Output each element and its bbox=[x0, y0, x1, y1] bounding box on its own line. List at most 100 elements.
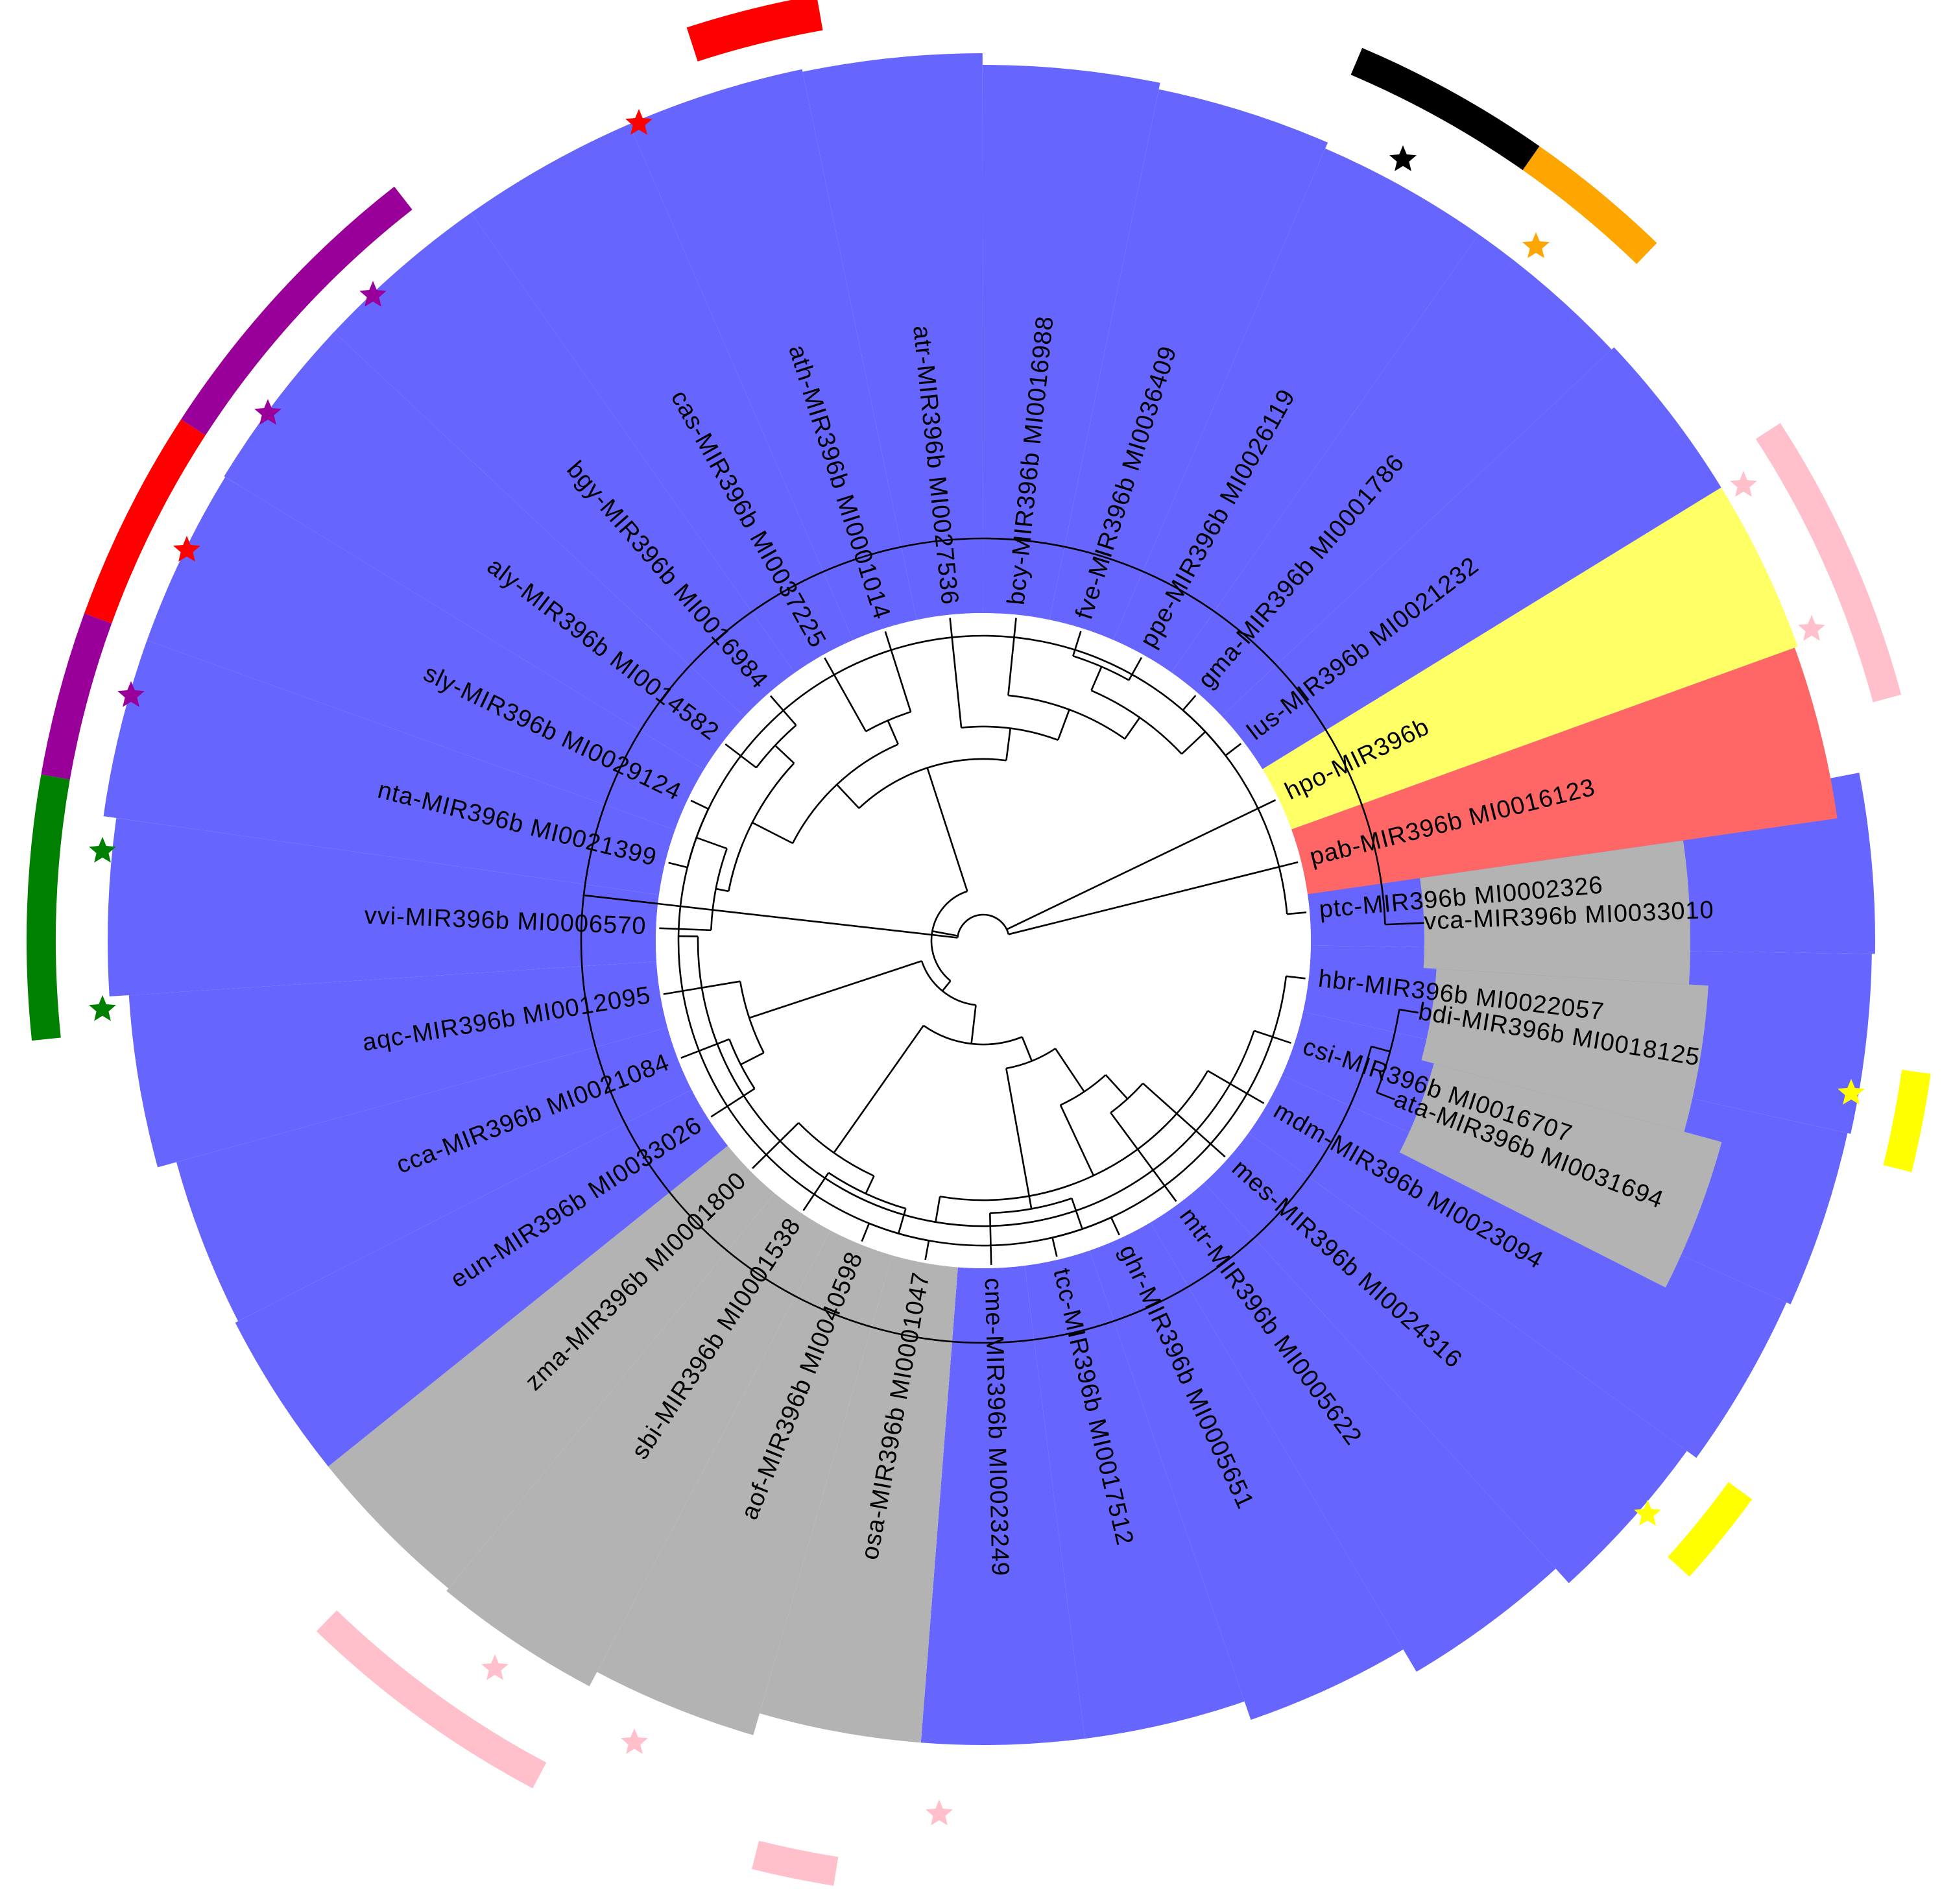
marker-arc bbox=[26, 774, 70, 1041]
clade-sector bbox=[103, 640, 675, 895]
tree-branch bbox=[752, 821, 793, 845]
star-icon bbox=[173, 536, 200, 562]
tree-branch-arc bbox=[686, 808, 710, 868]
tree-branch bbox=[1207, 1070, 1265, 1104]
tree-hub bbox=[656, 613, 1311, 1268]
tree-branch bbox=[970, 1005, 977, 1044]
marker-arc bbox=[316, 1610, 547, 1789]
marker-arc bbox=[1668, 1482, 1753, 1577]
marker-arc bbox=[1350, 47, 1540, 171]
tree-branch bbox=[740, 1052, 765, 1066]
tree-branch bbox=[710, 1088, 756, 1118]
tree-branch bbox=[1105, 1074, 1129, 1100]
star-icon bbox=[254, 399, 282, 425]
star-icon bbox=[1634, 1500, 1661, 1526]
star-icon bbox=[926, 1800, 953, 1826]
tree-branch bbox=[663, 980, 741, 995]
clade-sector bbox=[471, 124, 854, 673]
tree-branch bbox=[935, 1196, 941, 1223]
tree-branch-arc bbox=[930, 890, 968, 982]
clade-sector bbox=[1291, 647, 1838, 895]
tree-branch bbox=[1007, 618, 1017, 696]
clade-sector bbox=[802, 53, 983, 620]
marker-arc bbox=[1522, 146, 1657, 264]
clade-sector bbox=[176, 1027, 692, 1321]
tree-branch bbox=[833, 1025, 924, 1153]
star-icon bbox=[481, 1654, 509, 1680]
tree-branch bbox=[1225, 743, 1241, 756]
tree-branch bbox=[583, 894, 958, 939]
marker-arc bbox=[1883, 1070, 1931, 1172]
tree-branch-arc bbox=[869, 1222, 929, 1242]
tree-branch bbox=[802, 1172, 830, 1211]
clade-sector bbox=[1171, 234, 1612, 716]
tree-branch-arc bbox=[697, 936, 1255, 1227]
tree-branch bbox=[1110, 1112, 1177, 1202]
clade-sector bbox=[1262, 487, 1798, 830]
tree-branch bbox=[941, 980, 952, 992]
clade-sector bbox=[760, 1255, 958, 1743]
star-icon bbox=[1389, 145, 1417, 171]
clade-sector bbox=[1420, 840, 1690, 985]
tree-branch bbox=[1072, 631, 1082, 657]
clade-sector bbox=[982, 65, 1160, 620]
tree-branch bbox=[988, 1212, 992, 1265]
tree-branch bbox=[1371, 1045, 1391, 1053]
marker-arc bbox=[752, 1840, 839, 1886]
tree-branch bbox=[949, 618, 963, 728]
marker-arc bbox=[180, 186, 413, 436]
tree-branch bbox=[1005, 728, 1012, 761]
clade-sector bbox=[1248, 1075, 1787, 1458]
star-icon bbox=[1730, 471, 1757, 497]
tree-branch bbox=[1005, 1068, 1033, 1209]
tree-branch bbox=[1057, 709, 1070, 741]
tree-branch bbox=[1055, 1048, 1085, 1092]
tree-branch bbox=[1124, 717, 1141, 740]
clade-sector bbox=[1049, 89, 1328, 640]
tree-branch bbox=[690, 799, 709, 810]
star-icon bbox=[89, 995, 116, 1021]
tree-branch-arc bbox=[956, 913, 1010, 938]
tree-branch bbox=[1142, 1082, 1226, 1158]
tree-branch bbox=[1286, 975, 1306, 980]
marker-arc bbox=[41, 613, 112, 780]
tree-branch bbox=[696, 836, 728, 850]
tree-branch bbox=[861, 1223, 870, 1242]
tree-branch bbox=[924, 1240, 930, 1260]
outer-marker-ring bbox=[26, 0, 1931, 1886]
star-icon bbox=[89, 837, 116, 863]
tree-branch bbox=[1287, 911, 1307, 915]
clade-sector bbox=[920, 1265, 1085, 1745]
tree-branch bbox=[1385, 922, 1424, 926]
tree-branch bbox=[774, 745, 795, 764]
clade-sector bbox=[1399, 1063, 1722, 1288]
star-icon bbox=[1522, 232, 1550, 258]
clade-sector bbox=[1421, 969, 1708, 1132]
tree-branch bbox=[1181, 731, 1206, 755]
tree-branch bbox=[1090, 666, 1103, 691]
clade-sector bbox=[1150, 1183, 1556, 1672]
tree-branch bbox=[1376, 1091, 1395, 1101]
tree-branch bbox=[769, 695, 797, 726]
clade-sector bbox=[1024, 1250, 1245, 1739]
tree-branch bbox=[725, 743, 757, 769]
tree-branch bbox=[1110, 1217, 1120, 1236]
clade-sector bbox=[147, 477, 704, 830]
clade-sector bbox=[1221, 347, 1721, 769]
tree-branch bbox=[1399, 1008, 1419, 1014]
clade-sector bbox=[328, 1146, 775, 1589]
tree-branch bbox=[668, 862, 688, 869]
tree-branch bbox=[1128, 657, 1143, 681]
clade-sector bbox=[1204, 1133, 1687, 1584]
marker-arc bbox=[84, 419, 206, 623]
tree-branch-arc bbox=[920, 960, 976, 1006]
tree-branch bbox=[898, 1208, 907, 1234]
tree-branch bbox=[1021, 1036, 1033, 1061]
star-markers bbox=[89, 109, 1865, 1826]
tree-branch bbox=[1059, 1104, 1095, 1176]
star-icon bbox=[625, 109, 653, 135]
tree-branch bbox=[884, 631, 912, 712]
tree-branch bbox=[926, 767, 968, 892]
tree-branch bbox=[824, 657, 867, 732]
star-icon bbox=[1798, 615, 1825, 641]
